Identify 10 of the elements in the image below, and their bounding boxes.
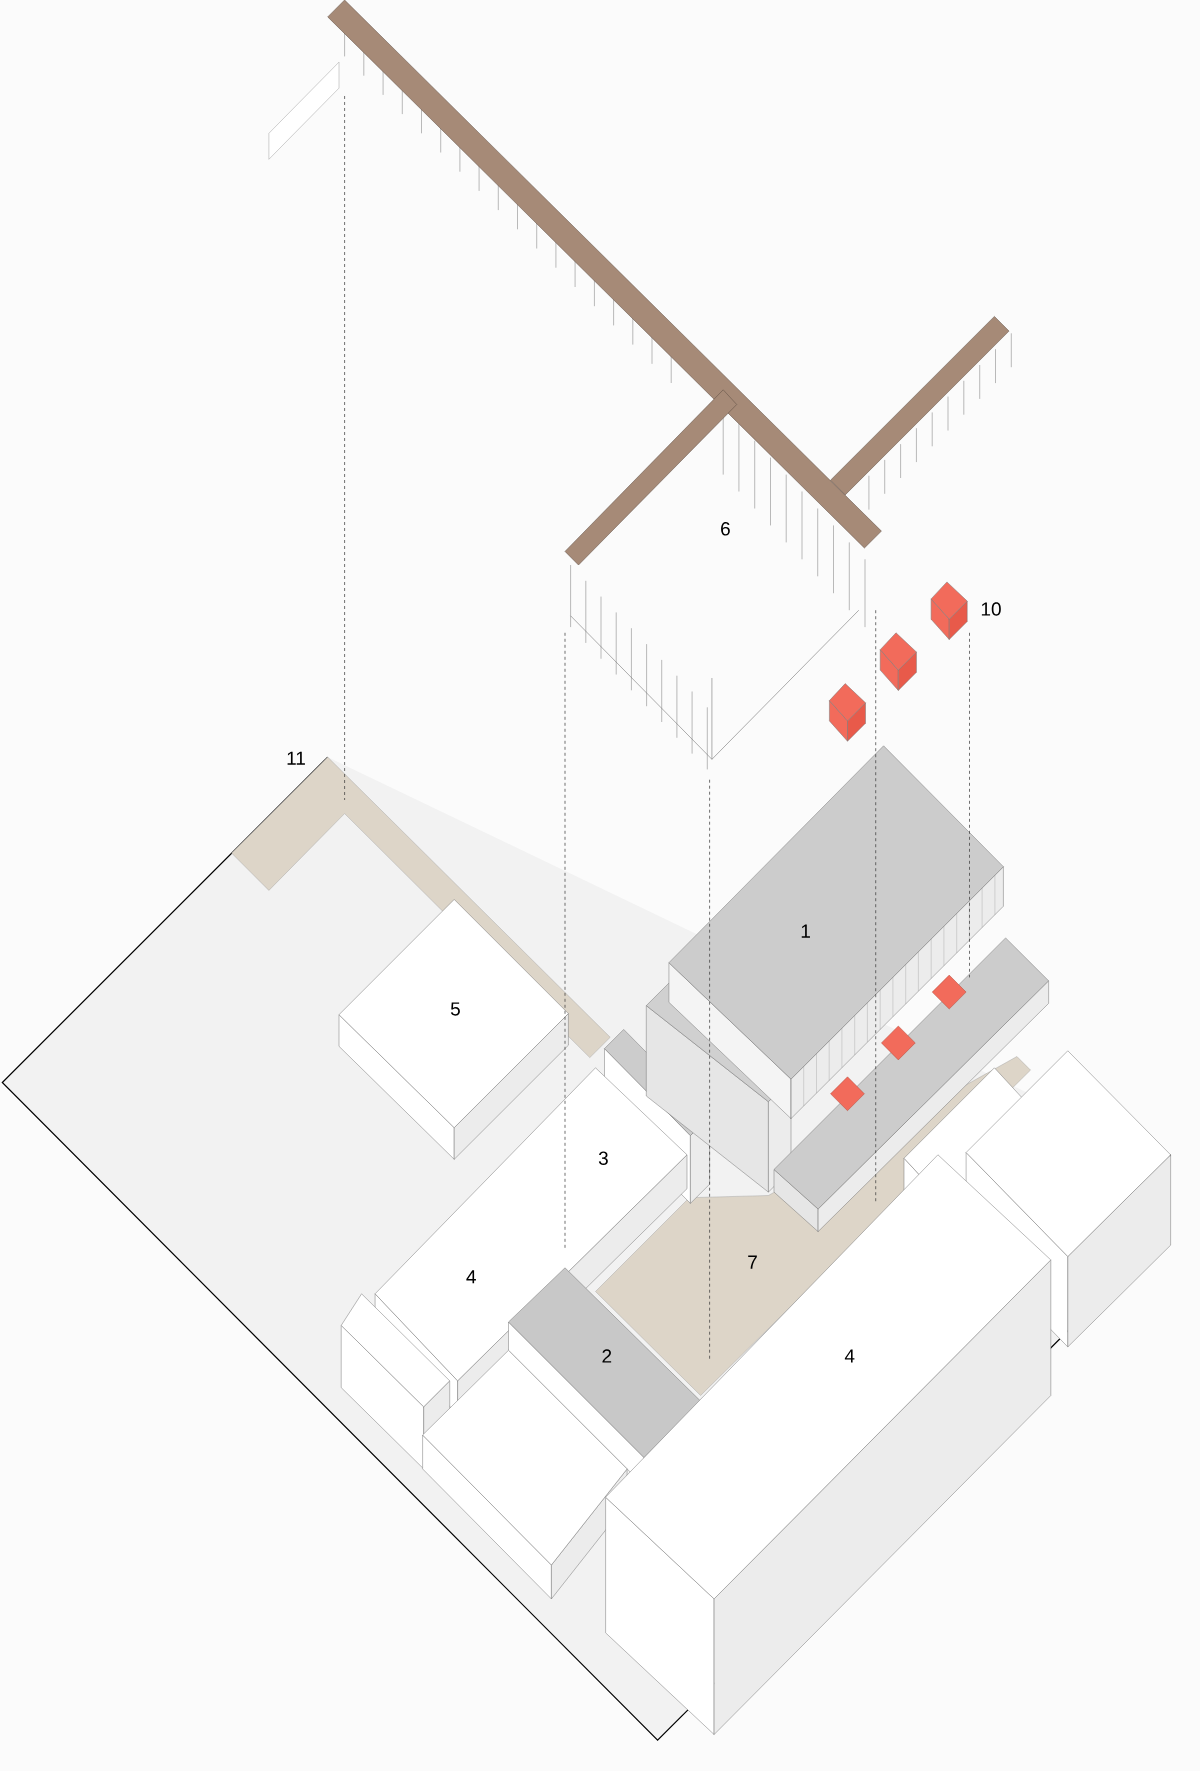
callout-number: 4 — [844, 1349, 855, 1363]
callout-number: 5 — [450, 1002, 460, 1016]
callout-number: 4 — [466, 1270, 476, 1284]
callout-number: 10 — [981, 602, 1001, 616]
callout-number: 7 — [748, 1255, 757, 1269]
callout-number: 11 — [287, 751, 305, 765]
callout-number: 3 — [598, 1151, 608, 1165]
callout-number: 6 — [721, 522, 730, 536]
callout-number: 1 — [801, 924, 810, 938]
callout-number: 2 — [602, 1349, 612, 1363]
